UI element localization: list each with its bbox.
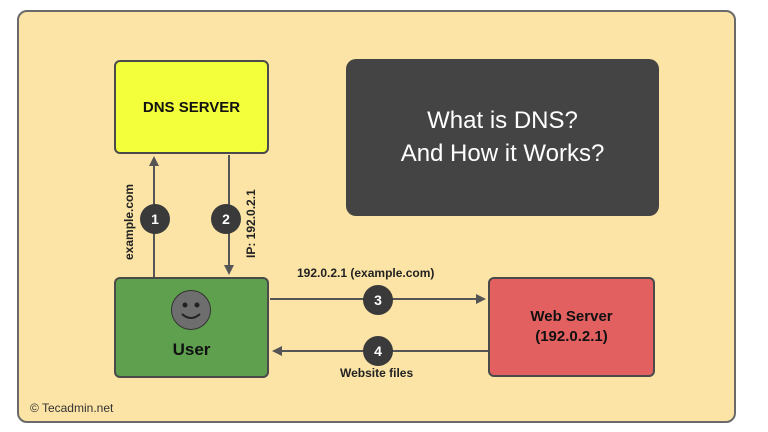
step-1-badge: 1 xyxy=(140,204,170,234)
web-server-ip: (192.0.2.1) xyxy=(535,328,608,345)
step-4-label: Website files xyxy=(340,366,414,380)
step-2-badge: 2 xyxy=(211,204,241,234)
dns-server-box: DNS SERVER xyxy=(114,60,269,154)
title-line-1: What is DNS? xyxy=(427,107,578,135)
title-line-2: And How it Works? xyxy=(400,139,605,167)
smiley-face-icon xyxy=(171,290,211,330)
web-server-box: Web Server (192.0.2.1) xyxy=(488,277,655,377)
dns-server-label: DNS SERVER xyxy=(142,98,241,116)
credit-text: © Tecadmin.net xyxy=(30,401,114,415)
step-3-label: 192.0.2.1 (example.com) xyxy=(297,266,435,280)
step-2-label: IP: 192.0.2.1 xyxy=(244,189,258,258)
web-server-name: Web Server xyxy=(530,307,613,325)
step-1-label: example.com xyxy=(122,183,136,260)
user-label: User xyxy=(172,340,211,359)
step-4-badge: 4 xyxy=(363,336,393,366)
title-box: What is DNS? And How it Works? xyxy=(346,59,659,216)
step-3-badge: 3 xyxy=(363,285,393,315)
